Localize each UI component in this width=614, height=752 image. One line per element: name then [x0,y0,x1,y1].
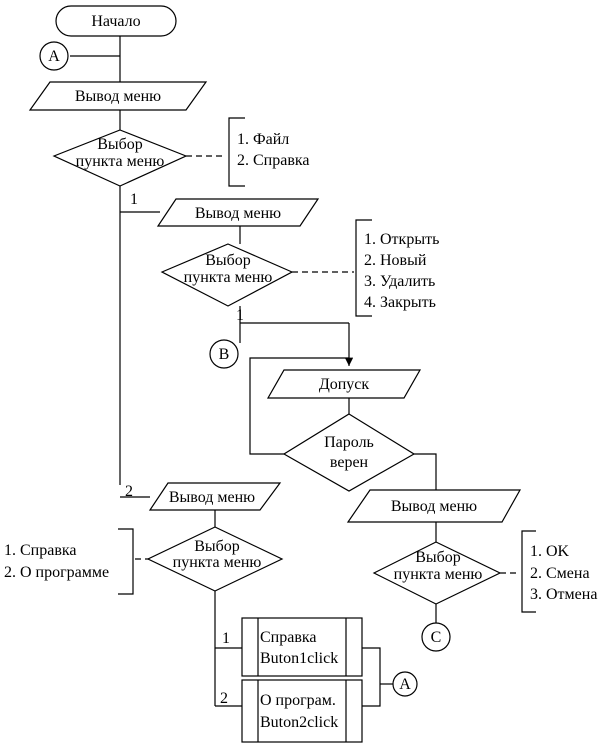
access-input [266,369,422,399]
help-branch-2-label: 2 [220,690,228,707]
main-menu-item-2: 2. Справка [237,152,310,169]
password-decision [282,413,416,492]
main-branch-1-label: 1 [130,191,138,208]
file-choice-line2: пункта меню [184,269,273,286]
password-menu-bracket [521,530,536,613]
connector-c [421,622,451,652]
password-choice-line1: Выбор [415,549,461,566]
main-branch-2-label: 2 [125,483,133,500]
file-menu-bracket [355,219,372,317]
help-menu-bracket [118,528,134,595]
about-process [241,679,363,743]
help-choice-decision [146,526,284,592]
password-line2: верен [330,454,369,471]
main-output-menu-label: Вывод меню [75,88,161,105]
password-output-menu-label: Вывод меню [391,498,477,515]
password-menu-item-3: 3. Отмена [530,586,597,603]
help-choice-line2: пункта меню [173,554,262,571]
connector-b [209,339,239,369]
password-choice-decision [372,541,502,605]
main-choice-decision [52,129,188,187]
start-label: Начало [91,13,140,30]
help-output-menu-label: Вывод меню [169,489,255,506]
connector-c-label: C [431,629,442,646]
file-menu-item-4: 4. Закрыть [364,294,436,311]
about-process-line2: Buton2click [260,714,338,731]
file-menu-item-3: 3. Удалить [364,273,435,290]
access-label: Допуск [319,376,370,393]
file-menu-item-1: 1. Открыть [364,231,439,248]
help-menu-item-2: 2. О программе [4,564,109,581]
main-menu-item-1: 1. Файл [237,131,289,148]
password-menu-item-2: 2. Смена [530,565,590,582]
start-terminator [55,5,177,37]
help-choice-line1: Выбор [194,538,240,555]
help-process [241,617,363,677]
file-output-menu [156,198,320,227]
password-line1: Пароль [324,434,374,451]
file-choice-decision [160,243,294,307]
file-choice-line1: Выбор [205,252,251,269]
connector-b-label: B [219,346,230,363]
help-menu-item-1: 1. Справка [4,542,77,559]
help-branch-1-label: 1 [222,630,230,647]
connector-a-top-label: A [48,48,60,65]
main-choice-line2: пункта меню [76,153,165,170]
password-choice-line2: пункта меню [394,566,483,583]
connector-a-bottom [392,671,418,697]
main-output-menu [28,81,208,111]
file-output-menu-label: Вывод меню [195,205,281,222]
file-branch-1-label: 1 [236,307,244,324]
help-process-line2: Buton1click [260,650,338,667]
help-output-menu [148,482,282,511]
help-process-line1: Справка [260,629,317,646]
file-menu-item-2: 2. Новый [364,252,427,269]
main-menu-bracket [228,117,245,187]
about-process-line1: О програм. [260,692,336,709]
connector-a-top [39,41,69,71]
password-menu-item-1: 1. OK [530,543,570,560]
password-output-menu [346,489,522,523]
main-choice-line1: Выбор [97,136,143,153]
connector-a-bottom-label: A [399,676,411,693]
